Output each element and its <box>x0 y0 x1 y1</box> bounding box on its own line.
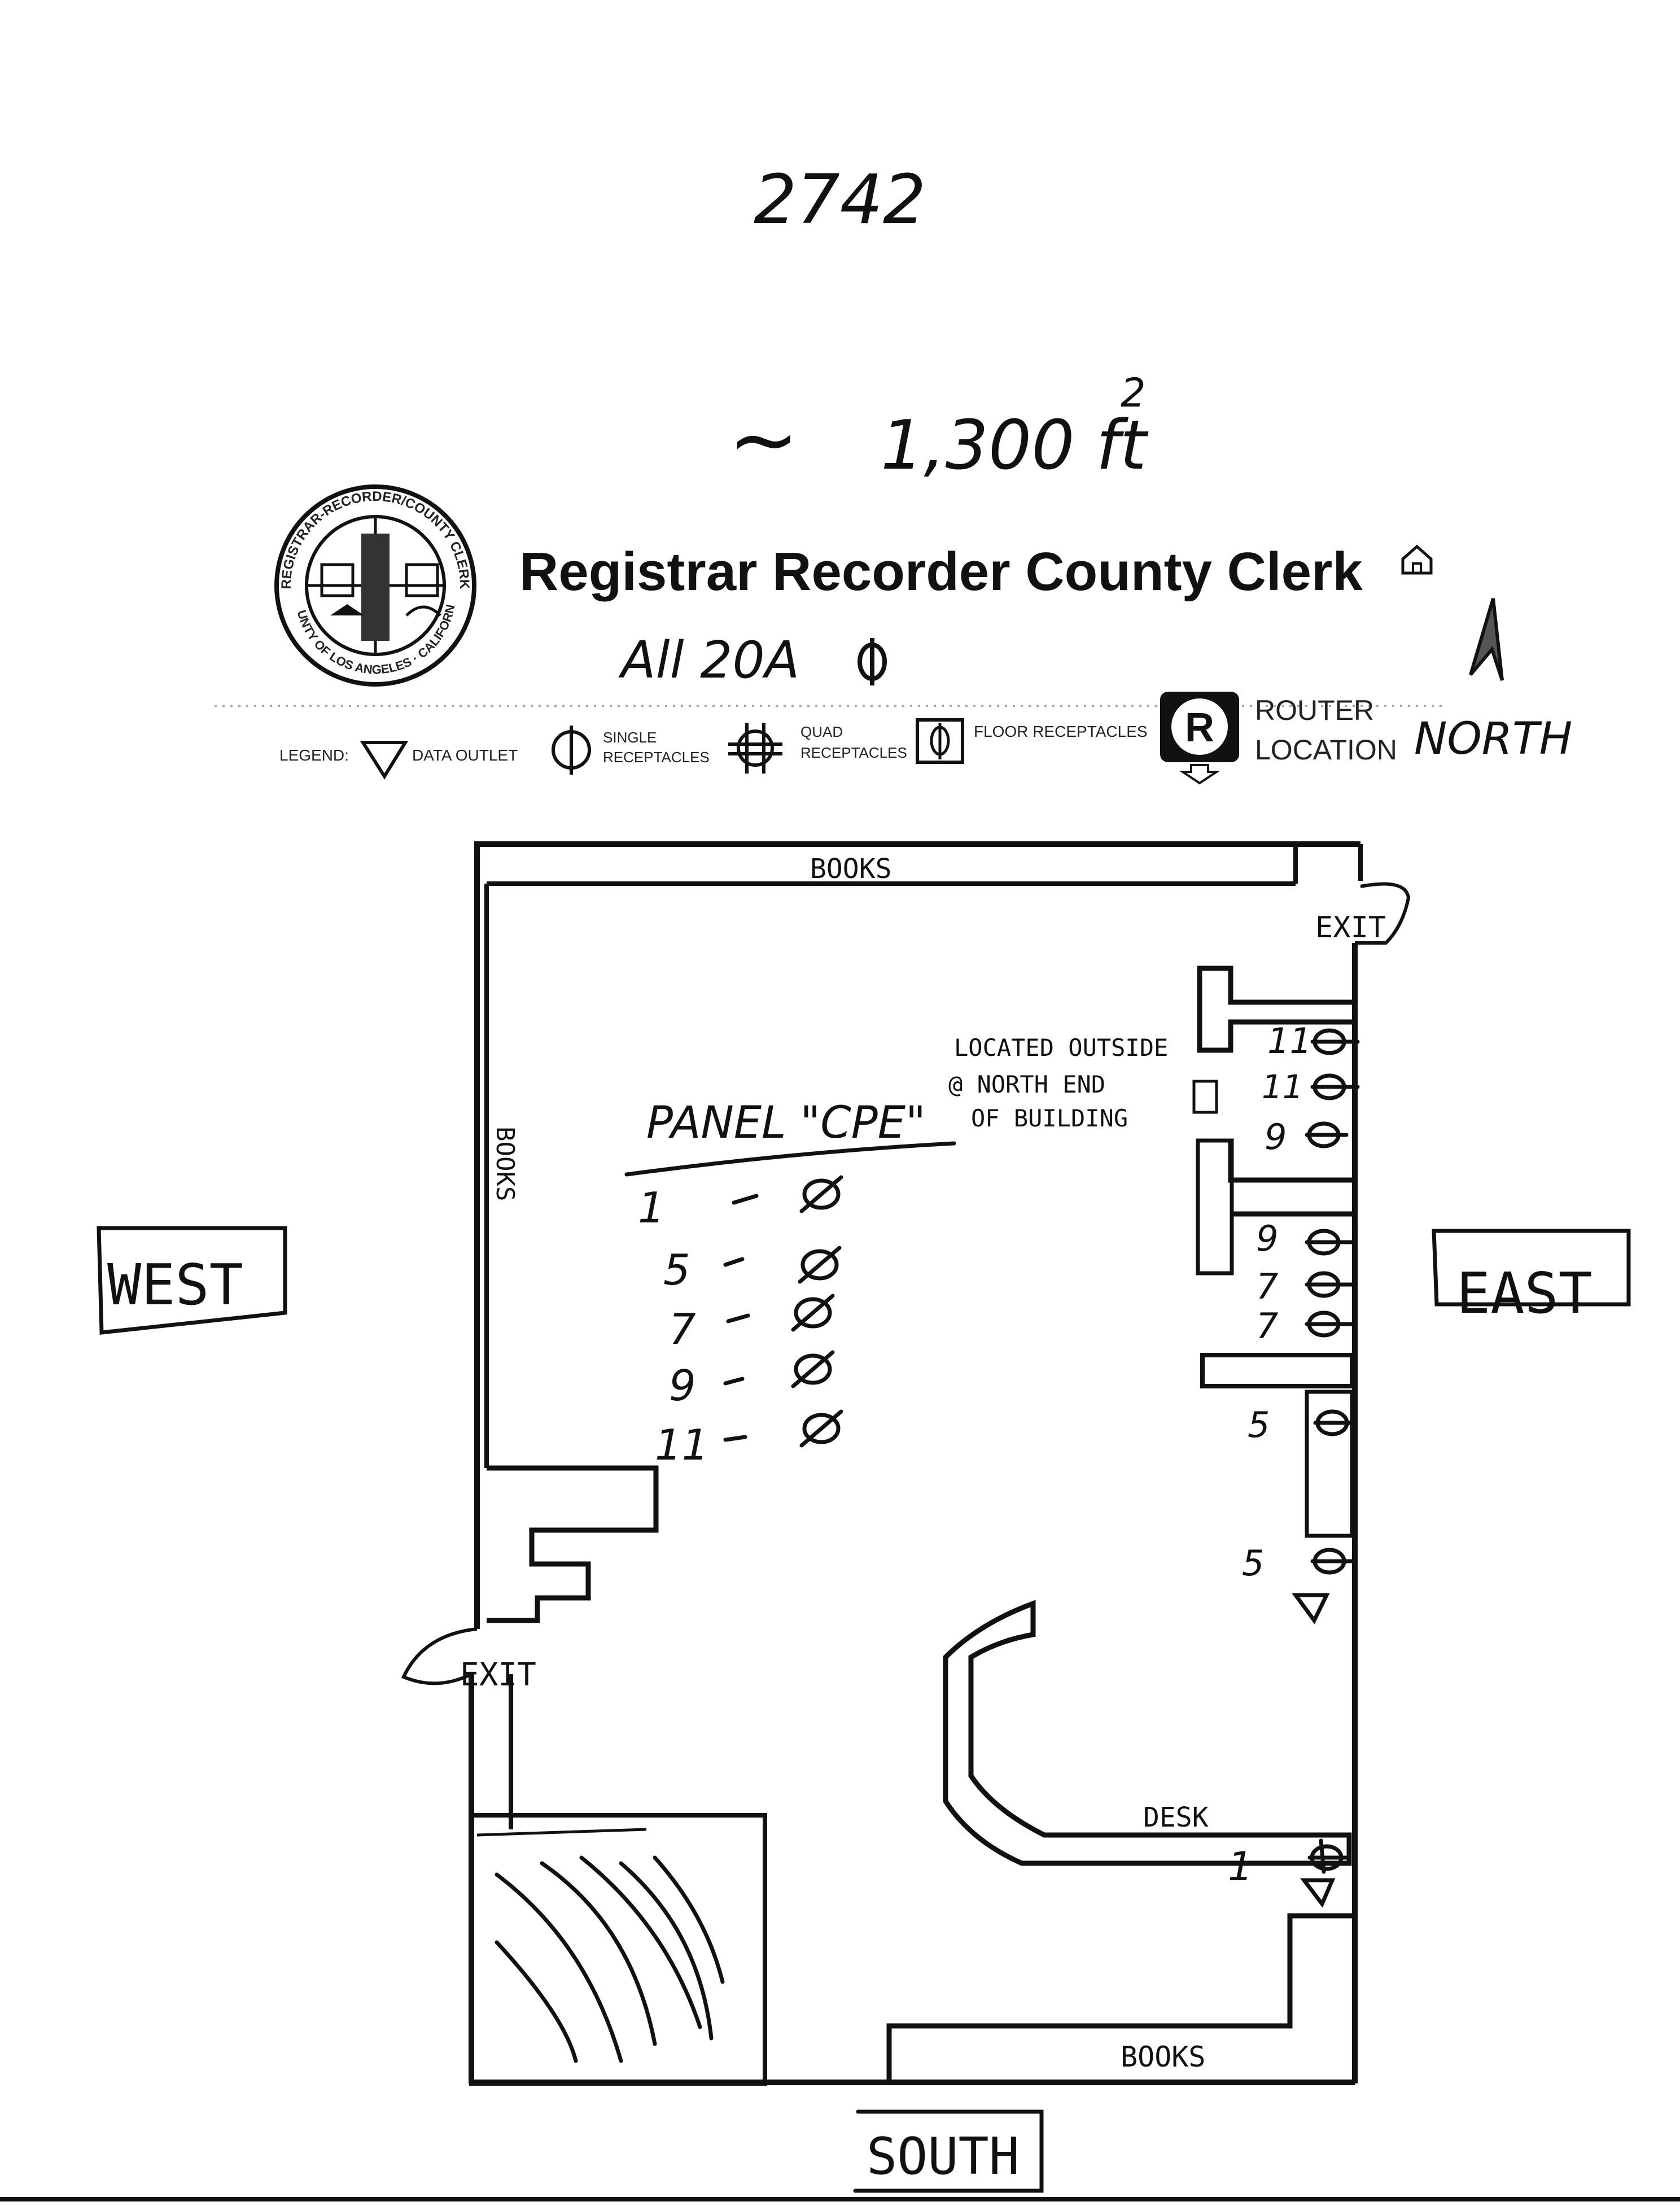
panel-note-3: OF BUILDING <box>971 1104 1128 1132</box>
west-label: WEST <box>107 1252 243 1318</box>
circuit-list-4: 9 <box>669 1361 696 1410</box>
circuit-list-1: 1 <box>638 1183 665 1233</box>
home-icon <box>1401 544 1433 575</box>
south-label-box <box>853 2109 1044 2193</box>
single-receptacle-symbol-note <box>858 638 887 685</box>
room-walls <box>469 841 1363 2085</box>
east-circuit-7: 5 <box>1248 1404 1270 1445</box>
books-left-label: BOOKS <box>491 1126 519 1201</box>
exit-door-top <box>1355 882 1411 945</box>
legend-router-1: ROUTER <box>1255 694 1374 726</box>
panel-note-2: @ NORTH END <box>948 1071 1105 1098</box>
legend-quad-1: QUAD <box>800 723 843 740</box>
seal-icon: REGISTRAR-RECORDER/COUNTY CLERK COUNTY O… <box>0 0 476 687</box>
exit-top-label: EXIT <box>1315 911 1386 945</box>
circuit-list-3: 7 <box>669 1304 696 1354</box>
floor-receptacle-legend-icon <box>916 718 964 764</box>
exit-door-left <box>401 1627 478 1685</box>
east-label-box <box>1432 1229 1631 1307</box>
router-letter: R <box>1185 705 1214 750</box>
exit-left-label: EXIT <box>460 1657 536 1693</box>
legend-router-2: LOCATION <box>1255 734 1397 766</box>
quad-receptacle-legend-icon <box>728 723 782 774</box>
books-bottom-label: BOOKS <box>1121 2041 1206 2073</box>
desk-label: DESK <box>1143 1802 1209 1833</box>
circuit-list: 1 5 7 9 11 <box>638 1175 843 1470</box>
legend-single-2: RECEPTACLES <box>603 749 710 766</box>
east-circuit-6: 7 <box>1256 1305 1278 1347</box>
area-exponent: 2 <box>1121 370 1146 416</box>
bottom-right-wall <box>886 1913 1355 2082</box>
circuit-list-2: 5 <box>663 1245 690 1295</box>
data-outlet-icon-1 <box>1292 1593 1330 1624</box>
west-label-box <box>97 1226 287 1335</box>
hatched-area <box>469 1813 767 2086</box>
data-outlet-icon-2 <box>1300 1878 1336 1908</box>
north-label: NORTH <box>1414 714 1572 765</box>
desk-shape <box>943 1600 1352 1866</box>
books-top-label: BOOKS <box>810 853 892 885</box>
north-arrow-icon <box>1469 598 1504 681</box>
legend-quad-2: RECEPTACLES <box>800 744 907 761</box>
east-wall-partitions <box>1192 966 1358 1538</box>
east-receptacles: 11 11 9 9 7 7 5 5 1 <box>1228 1020 1360 1908</box>
east-circuit-5: 7 <box>1256 1266 1278 1307</box>
router-legend-icon: R <box>1160 692 1239 785</box>
handwritten-number: 2742 <box>754 161 926 239</box>
panel-underline <box>624 1141 956 1177</box>
legend-data-outlet: DATA OUTLET <box>412 746 518 764</box>
legend-single-1: SINGLE <box>603 729 657 746</box>
east-circuit-8: 5 <box>1242 1543 1264 1584</box>
east-circuit-4: 9 <box>1256 1218 1278 1259</box>
legend-floor: FLOOR RECEPTACLES <box>974 723 1148 740</box>
approx-symbol: ~ <box>728 391 799 489</box>
circuit-list-5: 11 <box>655 1420 708 1470</box>
east-label: EAST <box>1456 1260 1593 1326</box>
south-label: SOUTH <box>867 2127 1020 2186</box>
page-title: Registrar Recorder County Clerk <box>519 541 1363 602</box>
single-receptacle-legend-icon <box>552 726 591 775</box>
left-wall-niche <box>487 1465 659 1623</box>
panel-note-1: LOCATED OUTSIDE <box>954 1034 1168 1061</box>
east-circuit-1: 11 <box>1267 1020 1312 1061</box>
panel-label: PANEL "CPE" <box>646 1098 926 1148</box>
all-20a-note: All 20A <box>618 631 799 690</box>
legend-label: LEGEND: <box>279 746 349 764</box>
east-circuit-3: 9 <box>1265 1116 1287 1157</box>
data-outlet-legend-icon <box>360 741 409 780</box>
area-value: 1,300 ft <box>881 407 1149 485</box>
east-circuit-9: 1 <box>1228 1844 1253 1890</box>
east-circuit-2: 11 <box>1262 1068 1303 1106</box>
